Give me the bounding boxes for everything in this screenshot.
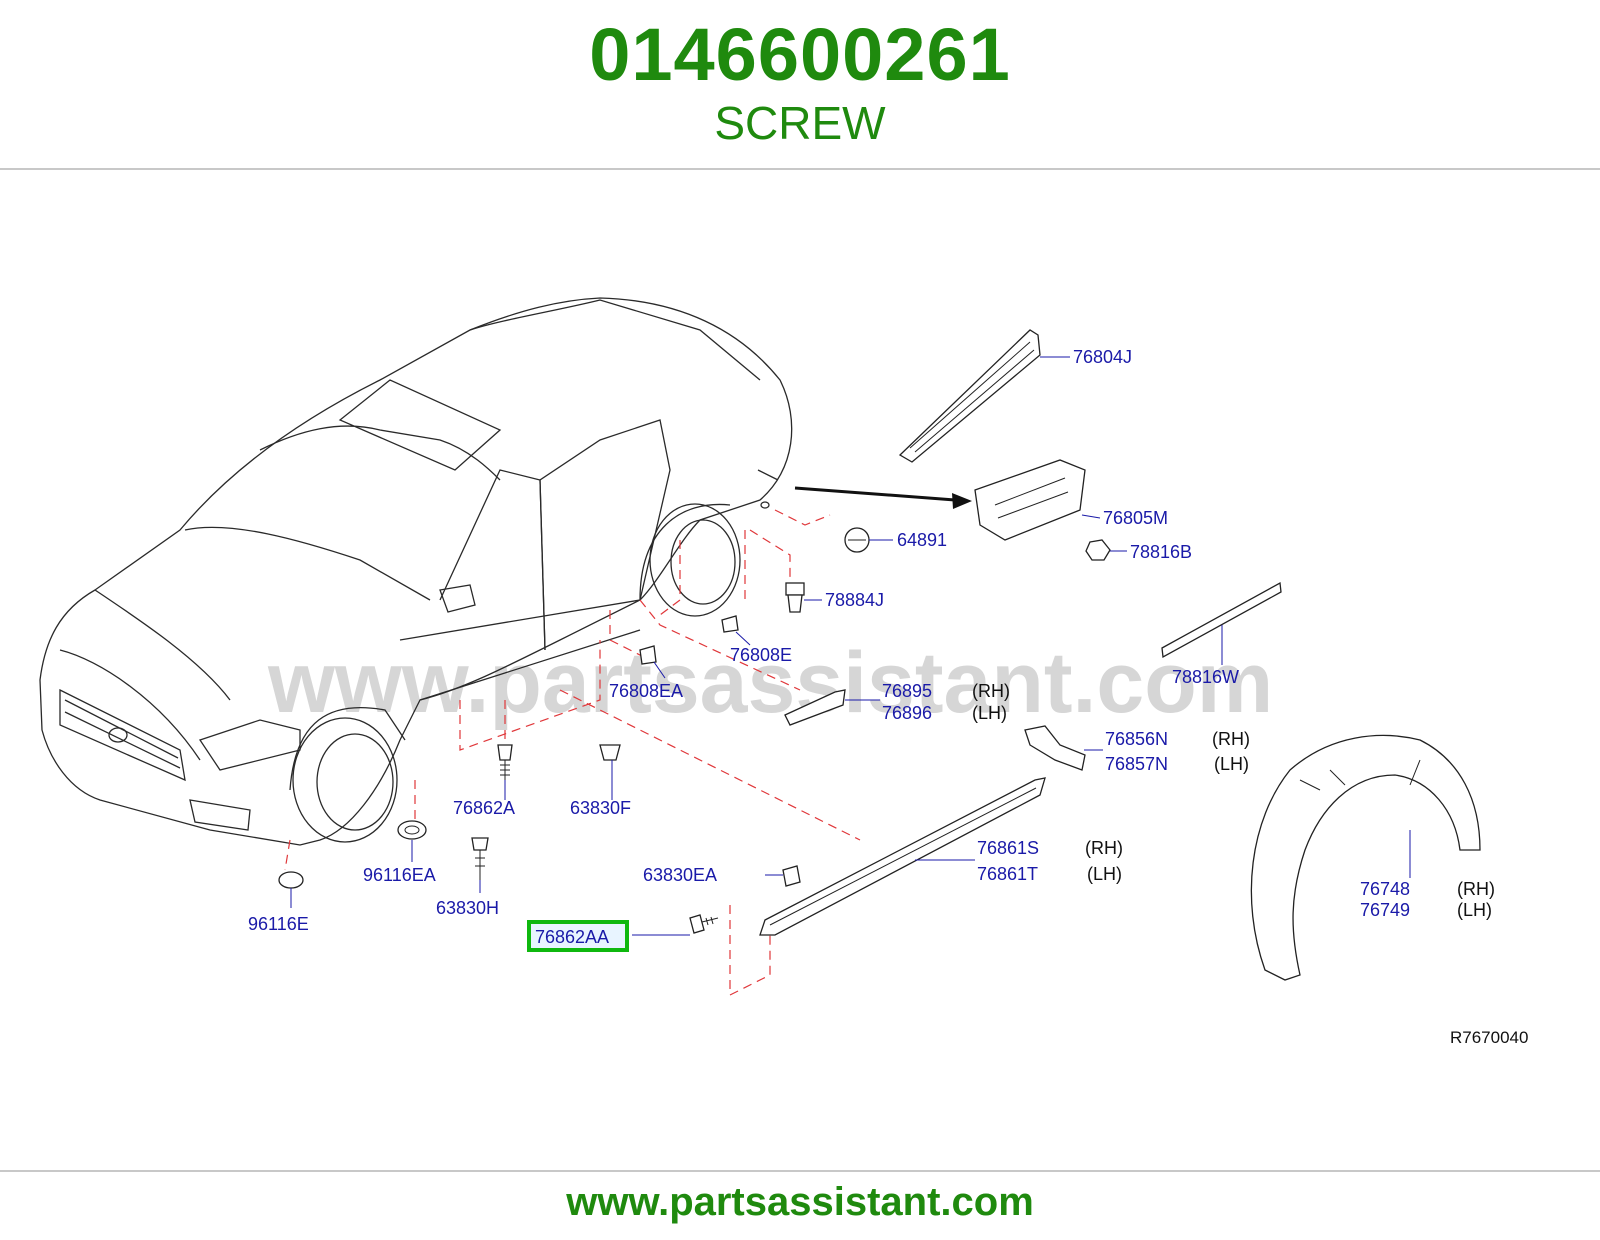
part-76895 — [784, 689, 846, 726]
part-64891 — [844, 527, 870, 553]
side-lh-76857N: (LH) — [1214, 754, 1249, 774]
callout-76808E[interactable]: 76808E — [730, 645, 792, 665]
part-76808EA — [639, 645, 657, 665]
part-76862AA-screw — [689, 914, 719, 934]
part-63830F — [599, 744, 621, 761]
callout-labels: 76804J 76805M 64891 78816B 78884J 76808E… — [248, 347, 1495, 947]
callout-63830F[interactable]: 63830F — [570, 798, 631, 818]
callout-76862A[interactable]: 76862A — [453, 798, 515, 818]
diagram-reference-code: R7670040 — [1450, 1028, 1528, 1047]
callout-76749[interactable]: 76749 — [1360, 900, 1410, 920]
side-rh-76895: (RH) — [972, 681, 1010, 701]
side-rh-76748: (RH) — [1457, 879, 1495, 899]
callout-76748[interactable]: 76748 — [1360, 879, 1410, 899]
callout-76805M[interactable]: 76805M — [1103, 508, 1168, 528]
callout-96116EA[interactable]: 96116EA — [363, 865, 436, 885]
part-76808E — [721, 615, 739, 633]
part-76856N — [1024, 725, 1086, 771]
part-78884J — [785, 582, 805, 613]
side-lh-76896: (LH) — [972, 703, 1007, 723]
side-rh-76856N: (RH) — [1212, 729, 1250, 749]
header-divider — [0, 168, 1600, 170]
part-63830H — [471, 837, 489, 880]
part-76748 — [1250, 734, 1481, 981]
part-96116E — [278, 871, 304, 889]
part-78816B — [1085, 539, 1111, 561]
callout-78816W[interactable]: 78816W — [1172, 667, 1239, 687]
part-76862A — [497, 744, 513, 780]
callout-leaders — [290, 356, 1411, 936]
part-63830EA — [782, 865, 801, 887]
car-illustration — [39, 297, 793, 846]
side-lh-76861T: (LH) — [1087, 864, 1122, 884]
side-rh-76861S: (RH) — [1085, 838, 1123, 858]
callout-76804J[interactable]: 76804J — [1073, 347, 1132, 367]
callout-76856N[interactable]: 76856N — [1105, 729, 1168, 749]
callout-63830EA[interactable]: 63830EA — [643, 865, 717, 885]
part-76805M — [974, 459, 1086, 541]
callout-76861S[interactable]: 76861S — [977, 838, 1039, 858]
part-96116EA — [397, 820, 427, 840]
callout-76895[interactable]: 76895 — [882, 681, 932, 701]
arrow-head-icon — [952, 493, 972, 509]
callout-78816B[interactable]: 78816B — [1130, 542, 1192, 562]
callout-76861T[interactable]: 76861T — [977, 864, 1038, 884]
watermark-text: www.partsassistant.com — [267, 635, 1273, 731]
highlight-box[interactable] — [527, 920, 629, 952]
side-lh-76749: (LH) — [1457, 900, 1492, 920]
highlight-background — [529, 922, 627, 950]
part-76804J — [898, 329, 1041, 463]
callout-76862AA-highlighted[interactable]: 76862AA — [535, 927, 609, 947]
page-header: 0146600261 SCREW — [0, 0, 1600, 168]
assembly-dash-lines — [284, 509, 861, 996]
callout-76808EA[interactable]: 76808EA — [609, 681, 683, 701]
callout-63830H[interactable]: 63830H — [436, 898, 499, 918]
part-76861S — [759, 777, 1046, 936]
part-number-title: 0146600261 — [589, 13, 1011, 96]
part-78816W — [1161, 581, 1282, 659]
callout-arrow — [794, 486, 956, 502]
callout-78884J[interactable]: 78884J — [825, 590, 884, 610]
callout-64891[interactable]: 64891 — [897, 530, 947, 550]
callout-96116E[interactable]: 96116E — [248, 914, 309, 934]
footer-divider — [0, 1170, 1600, 1172]
part-name-subtitle: SCREW — [714, 97, 886, 149]
footer-url-link[interactable]: www.partsassistant.com — [566, 1180, 1034, 1224]
callout-76857N[interactable]: 76857N — [1105, 754, 1168, 774]
callout-76896[interactable]: 76896 — [882, 703, 932, 723]
